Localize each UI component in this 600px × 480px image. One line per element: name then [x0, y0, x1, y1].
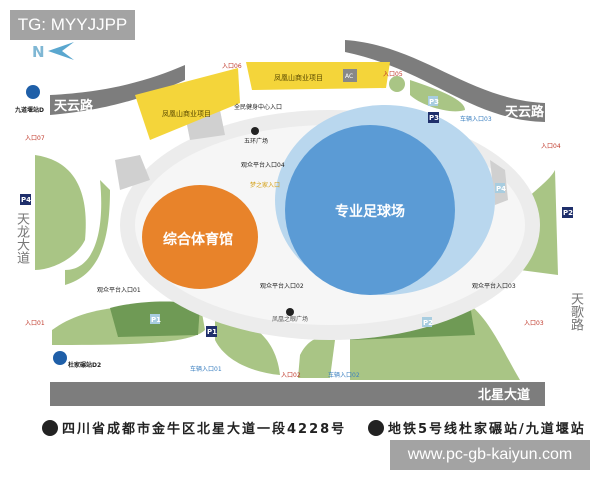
green-area-small: [298, 337, 335, 378]
parking-label: P1: [151, 316, 161, 324]
metro-info-text: 地铁5号线杜家碾站/九道堰站: [388, 422, 586, 437]
commercial-block-1: [135, 68, 240, 140]
green-area-northeast: [410, 80, 465, 112]
green-area-west: [35, 155, 86, 270]
entrance-02: 入口02: [281, 372, 301, 379]
metro-icon: [368, 419, 384, 436]
address-text: 四川省成都市金牛区北星大道一段4228号: [62, 422, 347, 437]
platform-entrance-03-label: 观众平台入口03: [472, 282, 516, 290]
metro-dujia-label: 杜家碾站D2: [68, 361, 101, 369]
venue-map: N 天云路 天云路 北星大道 凤凰山商业项目 凤凰山商业项目 AC 专业足球场 …: [14, 40, 573, 406]
stadium-label: 专业足球场: [335, 203, 405, 220]
road-label-beixing: 北星大道: [478, 387, 530, 403]
square-icon: [286, 308, 294, 316]
entrance-05: 入口05: [383, 71, 403, 78]
entrance-04: 入口04: [541, 143, 561, 150]
road-tianyun-left: [50, 65, 185, 115]
parking-label: P4: [496, 185, 506, 193]
square-icon: [251, 127, 259, 135]
road-label-tianyun-left: 天云路: [54, 98, 94, 114]
compass-north-label: N: [32, 43, 45, 61]
gymnasium: [142, 185, 258, 289]
road-tianyun-right: [345, 40, 545, 122]
metro-icon: [26, 85, 40, 99]
parking-sign-p2: [562, 207, 573, 218]
road-label-tianyun-right: 天云路: [505, 104, 545, 120]
parking-label: P3: [429, 114, 439, 122]
ac-logo-text: AC: [345, 73, 353, 80]
platform-entrance-01-label: 观众平台入口01: [97, 286, 141, 294]
commercial-label-1: 凤凰山商业项目: [162, 109, 211, 118]
entrance-07: 入口07: [25, 135, 45, 142]
road-label-tiange: 天歌路: [568, 292, 583, 331]
platform-entrance-02-label: 观众平台入口02: [260, 282, 304, 290]
entrance-01: 入口01: [25, 320, 45, 327]
fitness-entrance-label: 全民健身中心入口: [234, 103, 282, 111]
parking-label: P3: [429, 98, 439, 106]
green-strip-west: [65, 180, 110, 285]
entrance-06: 入口06: [222, 63, 242, 70]
parking-label: P2: [423, 319, 433, 327]
road-beixing: [50, 382, 545, 406]
parking-sign-p3: [428, 112, 439, 123]
parking-label: P1: [207, 328, 217, 336]
address: 四川省成都市金牛区北星大道一段4228号: [42, 418, 346, 437]
vehicle-entrance-02: 车辆入口02: [328, 371, 360, 379]
commercial-label-2: 凤凰山商业项目: [274, 73, 323, 82]
building-block: [115, 155, 150, 190]
road-label-tianlong: 天龙大道: [14, 212, 29, 264]
vehicle-entrance-03: 车辆入口03: [460, 115, 492, 123]
ac-logo: [343, 69, 357, 82]
entrance-03: 入口03: [524, 320, 544, 327]
metro-icon: [53, 351, 67, 365]
parking-zone-p4: [495, 183, 505, 193]
dream-entrance-label: 梦之家入口: [250, 181, 280, 189]
wuhuan-square-label: 五环广场: [244, 137, 268, 145]
stadium: [285, 125, 455, 295]
green-circle: [389, 76, 405, 92]
watermark-bottom: www.pc-gb-kaiyun.com: [390, 440, 590, 470]
parking-zone-p1: [150, 314, 160, 324]
metro-info: 地铁5号线杜家碾站/九道堰站: [368, 418, 586, 437]
parking-zone-p2: [422, 317, 432, 327]
parking-sign-p1: [206, 326, 217, 337]
metro-jiudao-label: 九道堰站D: [14, 106, 44, 114]
gymnasium-label: 综合体育馆: [163, 231, 233, 248]
parking-label: P4: [21, 196, 31, 204]
parking-label: P2: [563, 209, 573, 217]
location-pin-icon: [42, 419, 58, 436]
vehicle-entrance-01: 车辆入口01: [190, 365, 222, 373]
phoenix-square-label: 凤凰之眼广场: [272, 315, 308, 323]
green-area-center: [215, 319, 280, 375]
watermark-top: TG: MYYJJPP: [10, 10, 135, 40]
parking-sign-p4: [20, 194, 31, 205]
platform-entrance-04-label: 观众平台入口04: [241, 161, 285, 169]
parking-zone-p3: [428, 96, 438, 106]
compass-arrow-icon: [48, 42, 74, 60]
